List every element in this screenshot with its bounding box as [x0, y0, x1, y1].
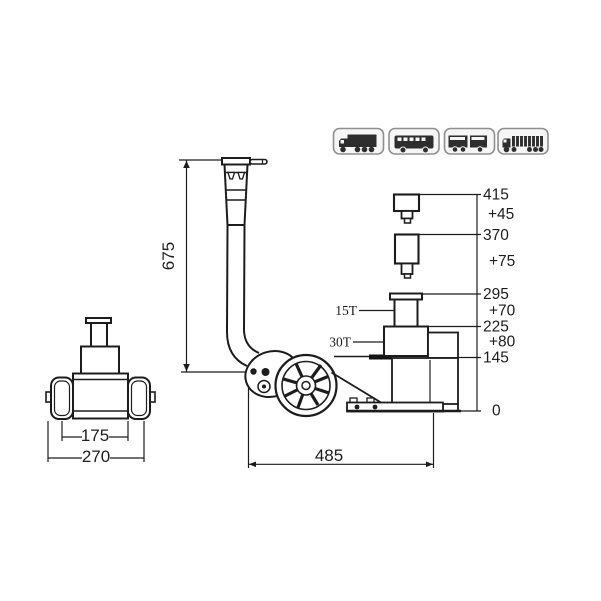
level-label-0: 0	[492, 403, 501, 420]
dim-675-label: 675	[159, 242, 178, 270]
increment-label-75: +75	[489, 253, 515, 270]
base-bolt-1	[354, 404, 360, 410]
cylinder-housing	[427, 331, 459, 359]
dim-175-label: 175	[81, 426, 109, 445]
level-label-415: 415	[483, 187, 509, 204]
jack-body	[331, 292, 461, 413]
front-left-wheel-tread	[53, 380, 71, 417]
adapter-75mm	[393, 233, 420, 279]
box-truck-icon	[332, 127, 385, 155]
dim-270-label: 270	[82, 447, 110, 466]
pump-bolt-2	[261, 368, 270, 376]
dim-175	[61, 421, 129, 443]
stage2-piston-30t	[383, 325, 429, 357]
adapter-45mm	[392, 193, 421, 224]
bus-icon	[388, 127, 440, 155]
level-label-370: 370	[483, 227, 509, 244]
capacity-labels	[353, 309, 394, 343]
handle-tube	[225, 224, 248, 367]
body-main	[391, 357, 459, 405]
side-view: 675	[159, 157, 461, 468]
increment-label-70: +70	[489, 303, 516, 320]
front-stage1-piston	[90, 321, 108, 348]
vehicle-badges	[332, 127, 549, 155]
increment-label-80: +80	[489, 334, 516, 351]
semi-trailer-icon	[497, 127, 549, 155]
height-scale: 415 +45 370 +75 295 +70 225 +80 145 0	[392, 187, 516, 420]
label-30t: 30T	[329, 335, 352, 350]
road-train-icon	[443, 127, 496, 155]
handle-tube-inner	[242, 224, 260, 354]
front-body	[72, 372, 129, 420]
dim-485-label: 485	[315, 446, 343, 465]
pump-handle	[221, 157, 268, 367]
wheel-hub-hole	[301, 380, 311, 391]
saddle-cap	[389, 292, 423, 301]
scale-lines	[418, 193, 481, 412]
handle-release-rod	[249, 158, 268, 165]
dim-485	[247, 387, 435, 468]
base-bolt-2	[372, 404, 378, 410]
stage1-piston-15t	[393, 298, 419, 328]
handle-clip-right	[237, 171, 246, 180]
increment-label-45: +45	[488, 206, 514, 223]
front-right-wheel-tread	[130, 380, 148, 417]
level-label-295: 295	[483, 286, 509, 303]
body-top-dark-strip	[369, 354, 392, 360]
label-15t: 15T	[335, 303, 358, 318]
front-stage2-piston	[80, 345, 120, 375]
front-view: 175 270	[45, 317, 156, 466]
pump-bolt-1	[250, 368, 257, 375]
dim-675	[179, 159, 253, 373]
level-label-145: 145	[483, 350, 509, 367]
trolley-wheel	[274, 353, 338, 418]
dim-270	[47, 421, 145, 464]
front-saddle-cap	[85, 317, 112, 324]
handle-clip-left	[227, 171, 236, 180]
level-label-225: 225	[483, 319, 509, 336]
